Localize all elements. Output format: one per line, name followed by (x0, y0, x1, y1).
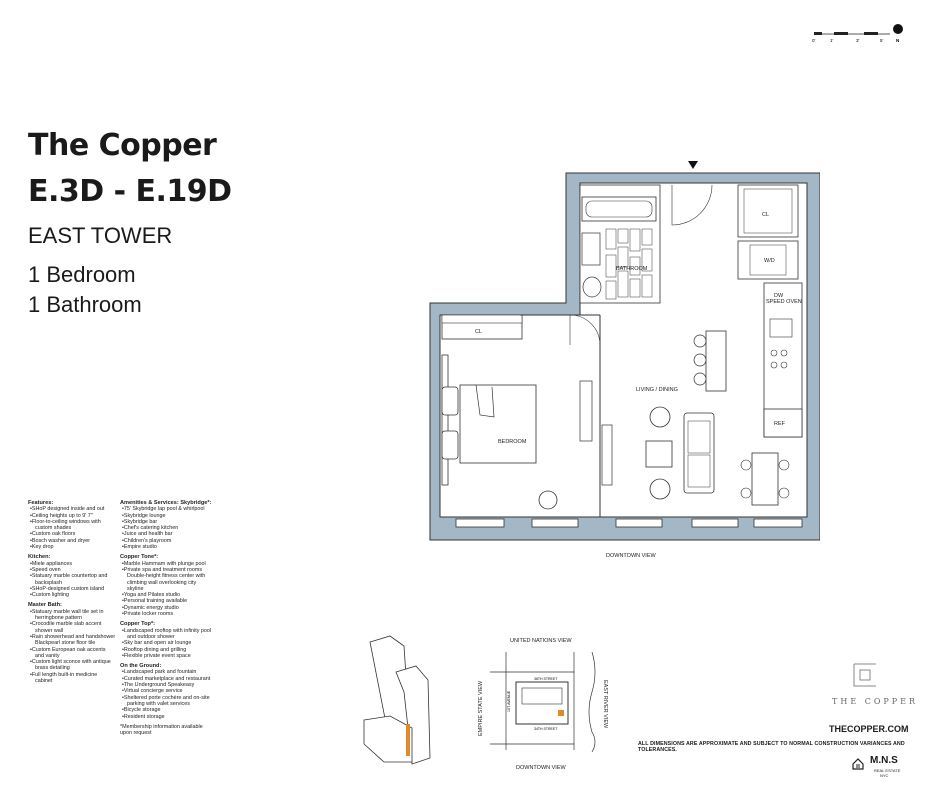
map-top-label: UNITED NATIONS VIEW (510, 638, 572, 644)
amenity-item: SHoP-designed custom island (32, 586, 116, 592)
amenity-item: Ceiling heights up to 9' 7" (32, 513, 116, 519)
amenity-heading: Copper Tone*: (120, 554, 159, 561)
amenity-item: Flexible private event space (124, 653, 212, 659)
unit-range: E.3D - E.19D (28, 174, 232, 209)
amenity-item: Custom light sconce with antique brass d… (32, 659, 116, 672)
amenity-heading: On the Ground: (120, 663, 162, 670)
amenity-item: Private spa and treatment rooms Double-h… (124, 567, 212, 592)
floor-plan: CL BEDROOM BATHROOM CL W/D DW SPEED OVEN (429, 161, 820, 559)
amenity-item: Dynamic energy studio (124, 605, 212, 611)
amenity-item: Marble Hammam with plunge pool (124, 561, 212, 567)
scale-0: 0' (812, 38, 816, 43)
disclaimer: ALL DIMENSIONS ARE APPROXIMATE AND SUBJE… (638, 741, 905, 753)
tower-name: EAST TOWER (28, 223, 173, 248)
amenity-item: Bicycle storage (124, 707, 212, 713)
wd-label: W/D (764, 258, 775, 264)
broker-sub: REAL ESTATE (874, 768, 901, 773)
amenity-item: Chef's catering kitchen (124, 525, 212, 531)
amenity-item: Yoga and Pilates studio (124, 592, 212, 598)
features-list: Features:SHoP designed inside and outCei… (28, 500, 116, 688)
amenity-item: Sheltered porte cochère and on-site park… (124, 695, 212, 708)
copper-logo-icon (853, 663, 876, 687)
svg-text:N: N (896, 38, 899, 43)
building-name: The Copper (28, 128, 217, 163)
amenity-item: The Underground Speakeasy (124, 682, 212, 688)
amenity-item: Statuary marble countertop and backsplas… (32, 573, 116, 586)
svg-text:36TH STREET: 36TH STREET (534, 677, 558, 681)
footnote: *Membership information available upon r… (120, 723, 203, 737)
amenities-list: Amenities & Services: Skybridge*:75' Sky… (120, 500, 212, 736)
ref-label: REF (774, 421, 786, 427)
amenity-item: Skybridge lounge (124, 513, 212, 519)
building-massing (363, 635, 431, 765)
amenity-item: Children's playroom (124, 538, 212, 544)
amenity-heading: Features: (28, 500, 54, 506)
scale-bar: 0' 1' 3' 5' N (812, 24, 903, 43)
amenity-item: Empire studio (124, 544, 212, 550)
amenity-item: Statuary marble wall tile set in herring… (32, 609, 116, 622)
amenity-item: Landscaped park and fountain (124, 669, 212, 675)
equal-housing-icon (852, 758, 864, 770)
dw-label: DW (774, 293, 784, 299)
bedroom-label: BEDROOM (498, 439, 527, 445)
cl-hall-label: CL (762, 212, 769, 218)
amenity-item: Landscaped rooftop with infinity pool an… (124, 628, 212, 641)
broker-city: NYC (880, 773, 889, 778)
amenity-item: Rooftop dining and grilling (124, 647, 212, 653)
amenity-item: Sky bar and open air lounge (124, 640, 212, 646)
map-right-label: EAST RIVER VIEW (602, 680, 608, 729)
amenity-item: Key drop (32, 544, 116, 550)
location-map: UNITED NATIONS VIEW DOWNTOWN VIEW EMPIRE… (478, 638, 608, 771)
amenity-item: Personal training available (124, 598, 212, 604)
amenity-item: Virtual concierge service (124, 688, 212, 694)
amenity-item: Bosch washer and dryer (32, 538, 116, 544)
amenity-item: Custom oak floors (32, 531, 116, 537)
living-label: LIVING / DINING (636, 387, 678, 393)
amenity-item: Custom lighting (32, 592, 116, 598)
map-left-label: EMPIRE STATE VIEW (478, 680, 484, 736)
amenity-item: Custom European oak accents and vanity (32, 647, 116, 660)
amenity-heading: Master Bath: (28, 602, 62, 609)
amenity-heading: Kitchen: (28, 554, 51, 561)
entry-arrow-icon (688, 161, 698, 169)
north-icon (893, 24, 903, 34)
speed-oven-label: SPEED OVEN (766, 299, 802, 305)
downtown-view-label: DOWNTOWN VIEW (606, 553, 657, 559)
amenity-item: Crocodile marble slab accent shower wall (32, 621, 116, 634)
amenity-item: Resident storage (124, 714, 212, 720)
amenity-item: SHoP designed inside and out (32, 506, 116, 512)
bathroom-count: 1 Bathroom (28, 292, 142, 317)
scale-1: 1' (830, 38, 834, 43)
scale-3: 3' (856, 38, 860, 43)
amenity-item: Rain showerhead and handshower Blackpear… (32, 634, 116, 647)
amenity-item: Curated marketplace and restaurant (124, 676, 212, 682)
cl-bedroom-label: CL (475, 329, 482, 335)
amenity-item: 75' Skybridge lap pool & whirlpool (124, 506, 212, 512)
amenity-item: Floor-to-ceiling windows with custom sha… (32, 519, 116, 532)
bathroom-label: BATHROOM (616, 266, 648, 272)
svg-text:34TH STREET: 34TH STREET (534, 727, 558, 731)
amenity-item: Miele appliances (32, 561, 116, 567)
broker-logo: M.N.S (870, 755, 898, 766)
scale-5: 5' (880, 38, 884, 43)
amenity-heading: Amenities & Services: Skybridge*: (120, 500, 212, 506)
svg-text:1ST AVENUE: 1ST AVENUE (507, 690, 511, 712)
map-bottom-label: DOWNTOWN VIEW (516, 765, 567, 771)
logo-text: THE COPPER (832, 697, 919, 706)
amenity-item: Skybridge bar (124, 519, 212, 525)
amenity-item: Private locker rooms (124, 611, 212, 617)
website-link[interactable]: THECOPPER.COM (829, 724, 909, 734)
bedroom-count: 1 Bedroom (28, 262, 136, 287)
amenity-item: Full length built-in medicine cabinet (32, 672, 116, 685)
amenity-item: Speed oven (32, 567, 116, 573)
amenity-item: Juice and health bar (124, 531, 212, 537)
amenity-heading: Copper Top*: (120, 621, 156, 628)
